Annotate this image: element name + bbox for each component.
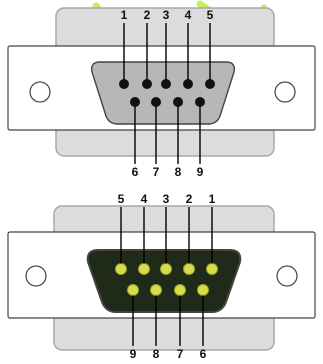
male-mounting-hole-left (29, 81, 51, 103)
male-pin-label-6: 6 (132, 165, 139, 179)
female-pin-9 (127, 284, 139, 296)
female-pin-7 (174, 284, 186, 296)
male-pin-4 (183, 79, 193, 89)
female-mounting-hole-left (25, 265, 47, 287)
male-pin-label-4: 4 (185, 8, 192, 22)
female-pin-6 (197, 284, 209, 296)
male-pin-3 (161, 79, 171, 89)
male-pin-label-5: 5 (207, 8, 214, 22)
male-pin-8 (173, 97, 183, 107)
female-d-face (86, 249, 242, 313)
female-pin-label-4: 4 (141, 192, 148, 206)
female-pin-1 (206, 263, 218, 275)
female-pin-2 (183, 263, 195, 275)
male-pin-2 (142, 79, 152, 89)
female-db9-connector: 5 4 3 2 1 9 8 7 6 (7, 192, 316, 361)
female-pin-label-2: 2 (186, 192, 193, 206)
male-pin-5 (205, 79, 215, 89)
female-pin-label-5: 5 (118, 192, 125, 206)
female-pin-label-7: 7 (177, 347, 184, 361)
female-pin-label-8: 8 (153, 347, 160, 361)
male-pin-1 (119, 79, 129, 89)
female-pin-4 (138, 263, 150, 275)
male-pin-label-9: 9 (197, 165, 204, 179)
male-mounting-hole-right (274, 81, 296, 103)
male-pin-label-1: 1 (121, 8, 128, 22)
female-pin-3 (160, 263, 172, 275)
female-pin-label-1: 1 (209, 192, 216, 206)
female-pin-label-6: 6 (200, 347, 207, 361)
male-pin-label-8: 8 (175, 165, 182, 179)
female-pin-5 (115, 263, 127, 275)
female-mounting-hole-right (276, 265, 298, 287)
male-pin-7 (151, 97, 161, 107)
female-pin-8 (150, 284, 162, 296)
male-pin-label-3: 3 (163, 8, 170, 22)
male-pin-label-7: 7 (153, 165, 160, 179)
female-pin-labels: 5 4 3 2 1 9 8 7 6 (118, 192, 216, 361)
male-d-face (90, 61, 236, 125)
male-pin-6 (130, 97, 140, 107)
male-pin-9 (195, 97, 205, 107)
male-pin-label-2: 2 (144, 8, 151, 22)
female-pin-label-3: 3 (163, 192, 170, 206)
female-pin-label-9: 9 (130, 347, 137, 361)
